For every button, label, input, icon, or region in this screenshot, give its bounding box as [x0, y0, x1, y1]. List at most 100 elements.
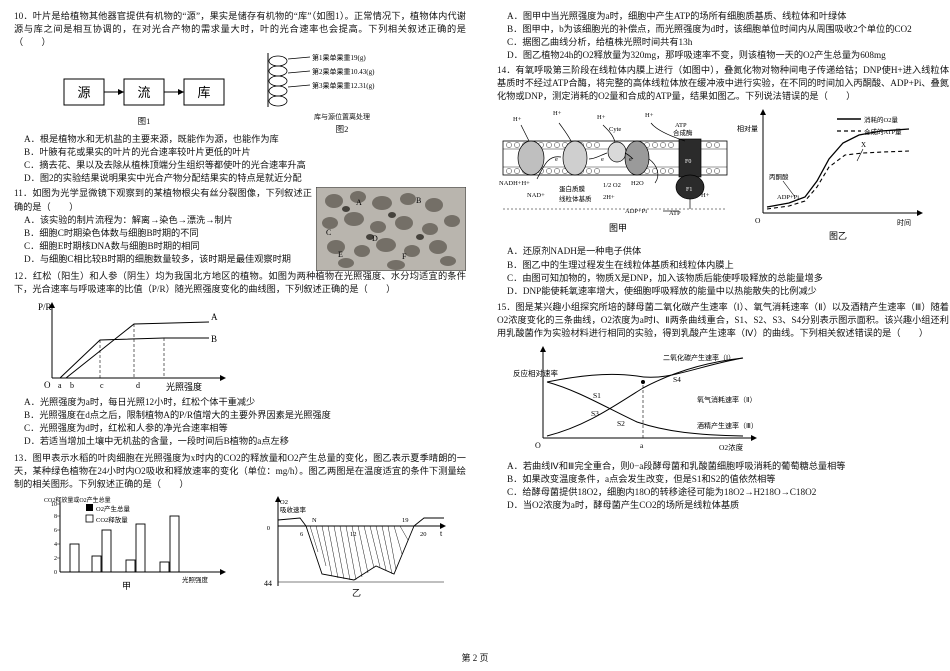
svg-text:库: 库 [197, 85, 210, 100]
question-13-options: A．图甲中当光照强度为a时，细胞中产生ATP的场所有细胞质基质、线粒体和叶绿体 … [507, 10, 949, 62]
svg-text:H2O: H2O [631, 180, 644, 187]
question-12-text: 12．红松（阳生）和人参（阴生）均为我国北方地区的植物。如图为两种植物在光照强度… [14, 270, 466, 294]
svg-text:H+: H+ [645, 112, 654, 119]
svg-text:甲: 甲 [122, 581, 131, 590]
option-a: A．若曲线Ⅳ和Ⅲ完全重合，则0−a段酵母菌和乳酸菌细胞呼吸消耗的葡萄糖总量相等 [507, 460, 846, 471]
chart-yi: O2 吸收速率 0 44 t 6 N 12 19 20 [244, 494, 459, 598]
option-d: D．若适当增加土壤中无机盐的含量，一段时间后B植物的a点左移 [24, 436, 289, 447]
svg-text:0: 0 [267, 525, 270, 532]
svg-text:时间: 时间 [897, 218, 911, 227]
figure-2: 第1果单果重19(g) 第2果单果重10.43(g) 第3果单果重12.31(g… [252, 51, 452, 135]
page-number: 第 2 页 [461, 653, 489, 664]
svg-text:1/2 O2: 1/2 O2 [603, 182, 621, 189]
svg-text:线粒体基质: 线粒体基质 [559, 194, 592, 203]
option-a: A．还原剂NADH是一种电子供体 [507, 246, 642, 257]
svg-text:ATP: ATP [675, 122, 687, 129]
svg-text:光照强度: 光照强度 [182, 575, 209, 584]
svg-text:e: e [601, 156, 604, 163]
svg-text:t: t [440, 529, 443, 538]
svg-text:O: O [44, 380, 51, 390]
question-13-text: 13．图甲表示水稻的叶肉细胞在光照强度为x时内的CO2的释放量和O2产生总量的变… [14, 453, 466, 490]
svg-text:H+: H+ [597, 114, 606, 121]
svg-text:酒精产生速率（Ⅲ）: 酒精产生速率（Ⅲ） [697, 421, 758, 430]
svg-text:B: B [211, 334, 217, 344]
svg-text:Cyte: Cyte [609, 126, 621, 133]
svg-text:P/R: P/R [38, 302, 52, 312]
right-column: A．图甲中当光照强度为a时，细胞中产生ATP的场所有细胞质基质、线粒体和叶绿体 … [497, 10, 949, 514]
figure-1-caption: 图1 [137, 116, 151, 127]
svg-text:消耗的O2量: 消耗的O2量 [864, 115, 898, 124]
question-14: 14．有氧呼吸第三阶段在线粒体内膜上进行（如图中），叠氮化物对物种间电子传递给钴… [497, 64, 949, 297]
svg-text:丙酮酸: 丙酮酸 [769, 172, 789, 181]
question-14-figures: F0 F1 H+ H+ H+ H+ Cyte ATP 合成酶 NADH+H+ [497, 105, 949, 245]
svg-text:第1果单果重19(g): 第1果单果重19(g) [312, 53, 366, 62]
svg-text:20: 20 [420, 531, 427, 538]
svg-text:第2果单果重10.43(g): 第2果单果重10.43(g) [312, 67, 375, 76]
option-b: B．图甲中，b为该细胞光的补偿点，而光照强度为d时，该细胞单位时间内从周围吸收2… [507, 24, 912, 35]
svg-text:6: 6 [300, 531, 304, 538]
svg-text:流: 流 [137, 85, 150, 100]
option-d: D．与细胞C相比较B时期的细胞数量较多，该时期是最佳观察时期 [24, 253, 291, 264]
svg-text:2H+: 2H+ [603, 194, 615, 201]
question-12-chart: P/R O 光照强度 A B a b c d [14, 298, 466, 394]
svg-text:NADH+H+: NADH+H+ [499, 180, 530, 187]
option-c: C．摘去花、果以及去除从植株顶端分生组织等都使叶的光合速率升高 [24, 160, 306, 171]
option-b: B．叶腋有花或果实的叶片的光合速率较叶片更低的叶片 [24, 147, 251, 158]
option-b: B．光照强度在d点之后，限制植物A的P/R值增大的主要外界因素是光照强度 [24, 410, 331, 420]
option-d: D．图乙植物24h的O2释放量为320mg，那呼吸速率不变，则该植物一天的O2产… [507, 50, 886, 61]
option-c: C．细胞E时期核DNA数与细胞B时期的相同 [24, 240, 200, 251]
question-13: 13．图甲表示水稻的叶肉细胞在光照强度为x时内的CO2的释放量和O2产生总量的变… [14, 452, 466, 598]
option-d: D．DNP能使耗氧速率增大，使细胞呼吸释放的能量中以热能散失的比例减少 [507, 285, 817, 296]
svg-text:第3果单果重12.31(g): 第3果单果重12.31(g) [312, 81, 375, 90]
question-13-figures: 0 2 4 6 8 10 [14, 494, 466, 598]
svg-text:图乙: 图乙 [829, 231, 847, 241]
question-12: 12．红松（阳生）和人参（阴生）均为我国北方地区的植物。如图为两种植物在光照强度… [14, 270, 466, 448]
svg-text:A: A [356, 198, 362, 207]
figure-2-sublabel: 库与源位置离处理 [314, 113, 370, 122]
svg-text:O: O [535, 441, 541, 450]
option-b: B．图乙中的生理过程发生在线粒体基质和线粒体内膜上 [507, 259, 734, 270]
option-d: D．当O2浓度为a时，酵母菌产生CO2的场所是线粒体基质 [507, 500, 740, 511]
svg-text:b: b [70, 381, 74, 390]
option-a: A．图甲中当光照强度为a时，细胞中产生ATP的场所有细胞质基质、线粒体和叶绿体 [507, 11, 847, 21]
svg-text:图甲: 图甲 [609, 223, 627, 233]
svg-text:O2产生总量: O2产生总量 [96, 504, 130, 513]
micrograph-image: A B C D E F [316, 187, 466, 272]
question-15-text: 15．图是某兴趣小组探究所培的酵母菌二氧化碳产生速率（Ⅰ）、氧气消耗速率（Ⅱ）以… [497, 301, 949, 338]
option-a: A．根是植物水和无机盐的主要来源，既能作为源，也能作为库 [24, 134, 279, 145]
svg-text:CO2释放量: CO2释放量 [96, 515, 128, 524]
option-c: C．由图可知加物的，物质X是DNP，加入该物质后能使呼吸释放的总能量增多 [507, 272, 823, 283]
option-b: B．细胞C时期染色体数与细胞B时期的不同 [24, 227, 199, 238]
question-15-chart: 反应相对速率 O O2浓度 a S1 S4 S3 [497, 342, 949, 460]
svg-text:O2浓度: O2浓度 [719, 442, 744, 452]
option-c: C．给酵母菌提供18O2，细胞内18O的转移途径可能为18O2→H218O→C1… [507, 487, 817, 497]
question-10-options: A．根是植物水和无机盐的主要来源，既能作为源，也能作为库 B．叶腋有花或果实的叶… [24, 133, 466, 185]
option-a: A．光照强度为a时，每日光照12小时，红松个体干重减少 [24, 396, 256, 407]
svg-text:二氧化碳产生速率（Ⅰ）: 二氧化碳产生速率（Ⅰ） [663, 353, 735, 362]
svg-text:0: 0 [54, 570, 57, 576]
svg-text:S3: S3 [591, 409, 599, 418]
svg-text:e: e [629, 156, 632, 163]
svg-text:ATP: ATP [669, 210, 681, 217]
svg-text:2: 2 [54, 556, 57, 562]
question-15-options: A．若曲线Ⅳ和Ⅲ完全重合，则0−a段酵母菌和乳酸菌细胞呼吸消耗的葡萄糖总量相等 … [507, 460, 949, 512]
svg-text:反应相对速率: 反应相对速率 [513, 368, 558, 378]
svg-text:N: N [312, 517, 317, 524]
question-14-options: A．还原剂NADH是一种电子供体 B．图乙中的生理过程发生在线粒体基质和线粒体内… [507, 245, 949, 297]
svg-text:e: e [555, 156, 558, 163]
svg-text:ADP+Pi: ADP+Pi [625, 208, 647, 215]
svg-text:S1: S1 [593, 391, 601, 400]
svg-text:O: O [755, 216, 761, 225]
option-b: B．如果改变温度条件，a点会发生改变，但是S1和S2的值依然相等 [507, 473, 776, 484]
svg-text:F1: F1 [686, 187, 692, 193]
svg-text:D: D [372, 234, 378, 243]
svg-text:C: C [326, 228, 331, 237]
svg-text:19: 19 [402, 517, 409, 524]
svg-text:F: F [402, 252, 407, 261]
figure-yi-chart: 相对量 O 时间 消耗的O2量 合成的ATP量 丙酮酸 [733, 105, 933, 245]
svg-text:10: 10 [51, 502, 57, 508]
svg-text:乙: 乙 [352, 588, 361, 598]
svg-text:合成酶: 合成酶 [673, 128, 693, 137]
svg-text:H+: H+ [513, 116, 522, 123]
